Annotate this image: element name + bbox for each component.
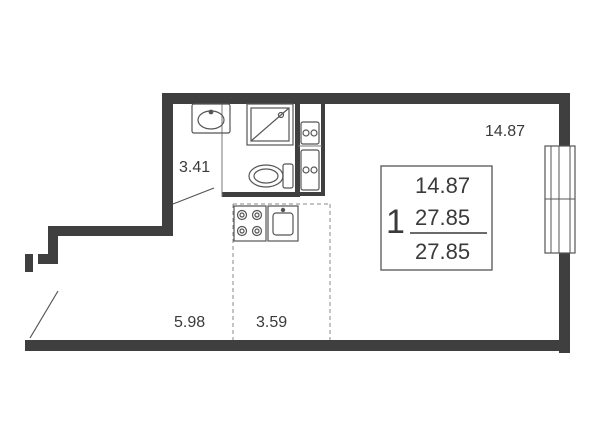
room-count: 1 — [386, 203, 405, 241]
entrance-door-leaf — [29, 290, 59, 339]
total-area-value: 27.85 — [415, 205, 470, 230]
wall-bathroom-right-bottom — [295, 145, 300, 197]
total-area-balcony-value: 27.85 — [415, 239, 470, 264]
bathroom-door-leaf — [172, 187, 215, 205]
living-area-value: 14.87 — [415, 173, 470, 198]
kitchen-zone-area: 3.59 — [256, 314, 287, 331]
kitchen-zone-outline — [232, 203, 331, 340]
toilet-icon — [248, 163, 294, 189]
wall-right-upper — [559, 93, 570, 146]
wall-left-bathroom — [162, 93, 173, 231]
wall-step-horizontal — [48, 226, 173, 236]
hallway-area: 5.98 — [174, 314, 205, 331]
wall-left-stub — [25, 254, 33, 272]
living-room-area: 14.87 — [485, 123, 525, 140]
kitchen-sink-icon — [267, 205, 299, 242]
summary-box: 1 14.87 27.85 27.85 — [380, 165, 493, 271]
wall-shaft-bottom — [298, 192, 325, 196]
sink-icon — [191, 103, 231, 134]
wall-bottom — [25, 340, 570, 351]
wall-top — [162, 93, 570, 104]
utility-meters-icon — [300, 121, 320, 191]
wall-step-vertical — [48, 226, 58, 264]
wall-bathroom-right-top — [295, 104, 300, 145]
stove-icon — [233, 205, 267, 242]
walls — [25, 93, 570, 353]
window — [544, 145, 576, 254]
wall-step-notch — [38, 254, 58, 264]
wall-shaft-right — [321, 104, 325, 196]
wall-bathroom-bottom — [222, 192, 300, 197]
wall-right-lower — [559, 253, 570, 353]
bathroom-area: 3.41 — [179, 159, 210, 176]
shower-icon — [246, 103, 294, 146]
